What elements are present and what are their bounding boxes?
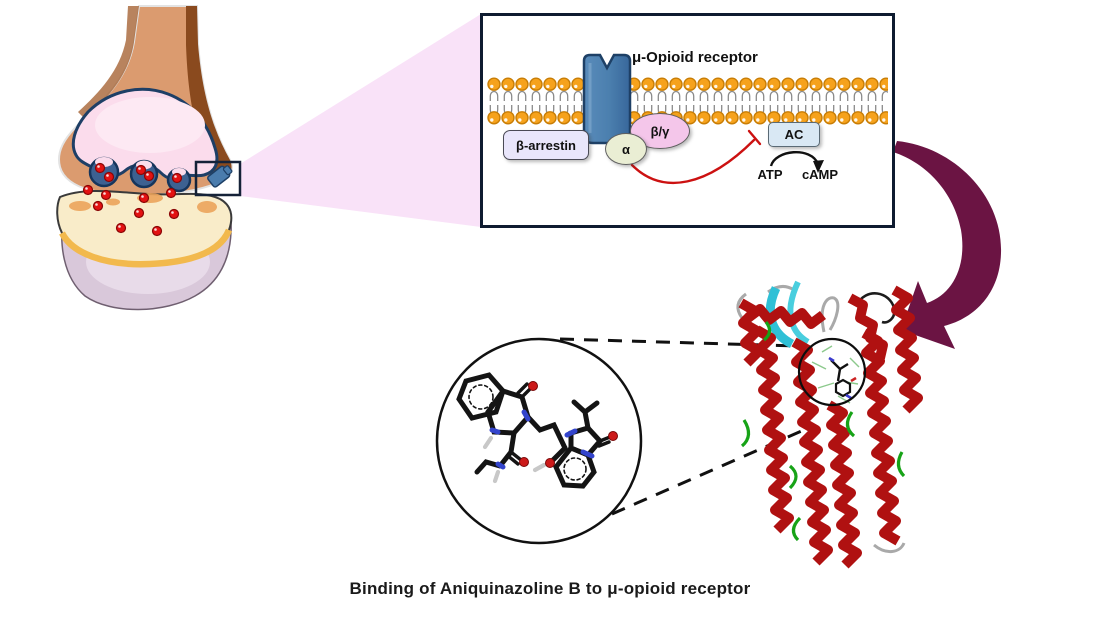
- receptor-icon: [207, 165, 233, 188]
- membrane-inset-box: μ-Opioid receptor β-arrestin β/γ α AC AT…: [480, 13, 895, 228]
- alpha-subunit: α: [605, 133, 647, 165]
- aniquinazoline-structure: [456, 372, 612, 489]
- bulb-highlight: [95, 97, 205, 153]
- atp-camp-arrow: [769, 150, 824, 173]
- binding-site-residues: [811, 345, 860, 404]
- curved-arrow-icon: [893, 141, 1002, 349]
- beta-arrestin-label: β-arrestin: [503, 130, 589, 160]
- molecule-oxygens: [519, 381, 618, 468]
- inspect-rectangle: [194, 160, 242, 197]
- axon-shade-right: [186, 6, 232, 180]
- loops-gray: [736, 285, 906, 553]
- atp-label: ATP: [757, 167, 783, 182]
- membrane-artwork: [487, 53, 888, 185]
- lipid-bilayer: [487, 77, 888, 125]
- bound-ligand: [828, 356, 857, 400]
- mu-opioid-receptor-label: μ-Opioid receptor: [632, 49, 758, 66]
- inhibition-arrow: [630, 129, 762, 185]
- protein-ribbon: [736, 280, 923, 569]
- axon-shade-left: [78, 6, 139, 119]
- zoom-beam: [240, 14, 481, 227]
- postsynaptic-band: [59, 228, 233, 268]
- binding-site-circle: [797, 337, 867, 407]
- zoom-circle: [435, 337, 643, 545]
- loops-green: [740, 321, 906, 542]
- figure-caption: Binding of Aniquinazoline B to μ-opioid …: [349, 579, 751, 598]
- molecule-nitrogens: [489, 409, 595, 470]
- camp-label: cAMP: [801, 167, 839, 182]
- molecule-hydrogens: [482, 435, 547, 484]
- synapse-illustration: [56, 5, 242, 311]
- neurotransmitter-dots: [82, 162, 183, 237]
- adenylyl-cyclase-label: AC: [768, 122, 820, 147]
- alpha-helices: [738, 285, 923, 569]
- molecule-zoom: [435, 337, 643, 545]
